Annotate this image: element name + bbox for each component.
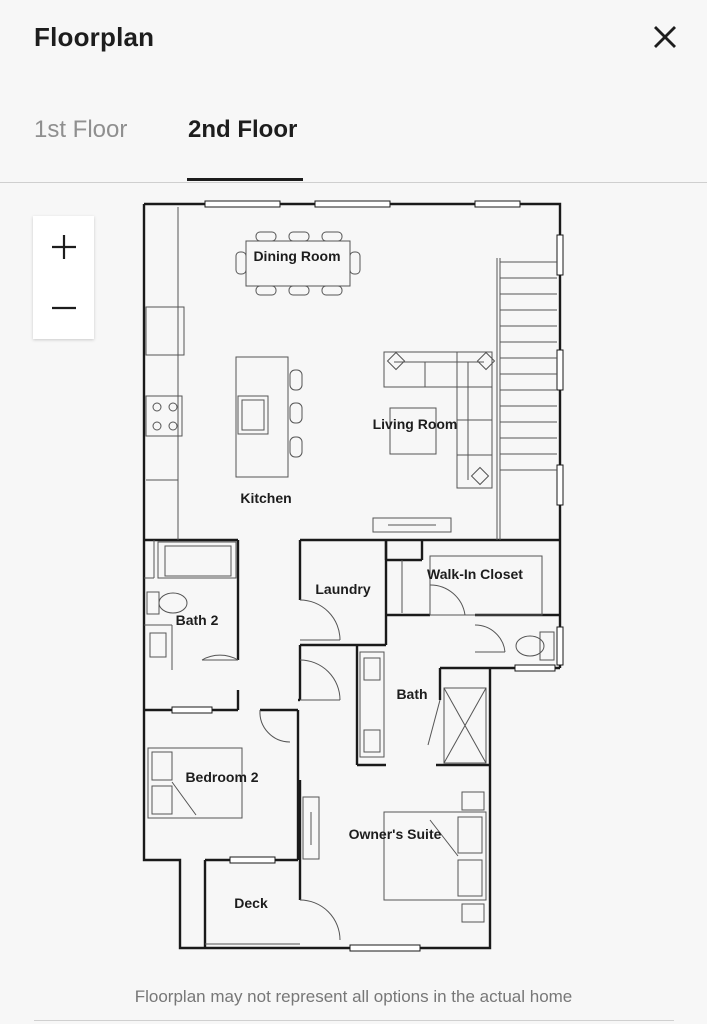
page-title: Floorplan [34,22,155,52]
zoom-out-button[interactable] [33,278,94,339]
zoom-in-button[interactable] [33,216,94,277]
room-label-bedroom2: Bedroom 2 [185,769,258,785]
room-label-living: Living Room [373,416,458,432]
dining-table [235,231,361,296]
close-button[interactable] [650,22,680,52]
room-label-bath: Bath [396,686,427,702]
owners-suite-furniture [299,791,487,941]
zoom-control [33,216,94,339]
windows [171,200,564,952]
laundry-fixtures [299,599,341,701]
header: Floorplan [0,0,707,80]
room-label-bath2: Bath 2 [176,612,219,628]
stairs [496,258,557,540]
tab-1st-floor[interactable]: 1st Floor [34,116,128,143]
room-label-dining: Dining Room [253,248,340,264]
room-label-kitchen: Kitchen [240,490,291,506]
room-label-deck: Deck [234,895,268,911]
bedroom2-furniture [147,709,291,819]
active-tab-indicator [187,178,303,181]
living-furniture [372,351,496,533]
floorplan-walls [142,202,562,950]
kitchen-fixtures [145,207,303,540]
bath2-fixtures [144,540,239,670]
room-label-laundry: Laundry [315,581,370,597]
room-label-owners-suite: Owner's Suite [349,826,442,842]
bottom-divider [34,1020,674,1021]
room-label-walkin-closet: Walk-In Closet [427,566,523,582]
disclaimer: Floorplan may not represent all options … [134,987,573,1006]
tab-2nd-floor[interactable]: 2nd Floor [188,116,298,143]
walkin-closet-fixtures [401,555,555,661]
close-icon [654,26,676,48]
plus-icon [52,235,76,259]
minus-icon [52,306,76,310]
floor-tabs: 1st Floor 2nd Floor [0,90,707,183]
master-bath-fixtures [359,651,487,764]
